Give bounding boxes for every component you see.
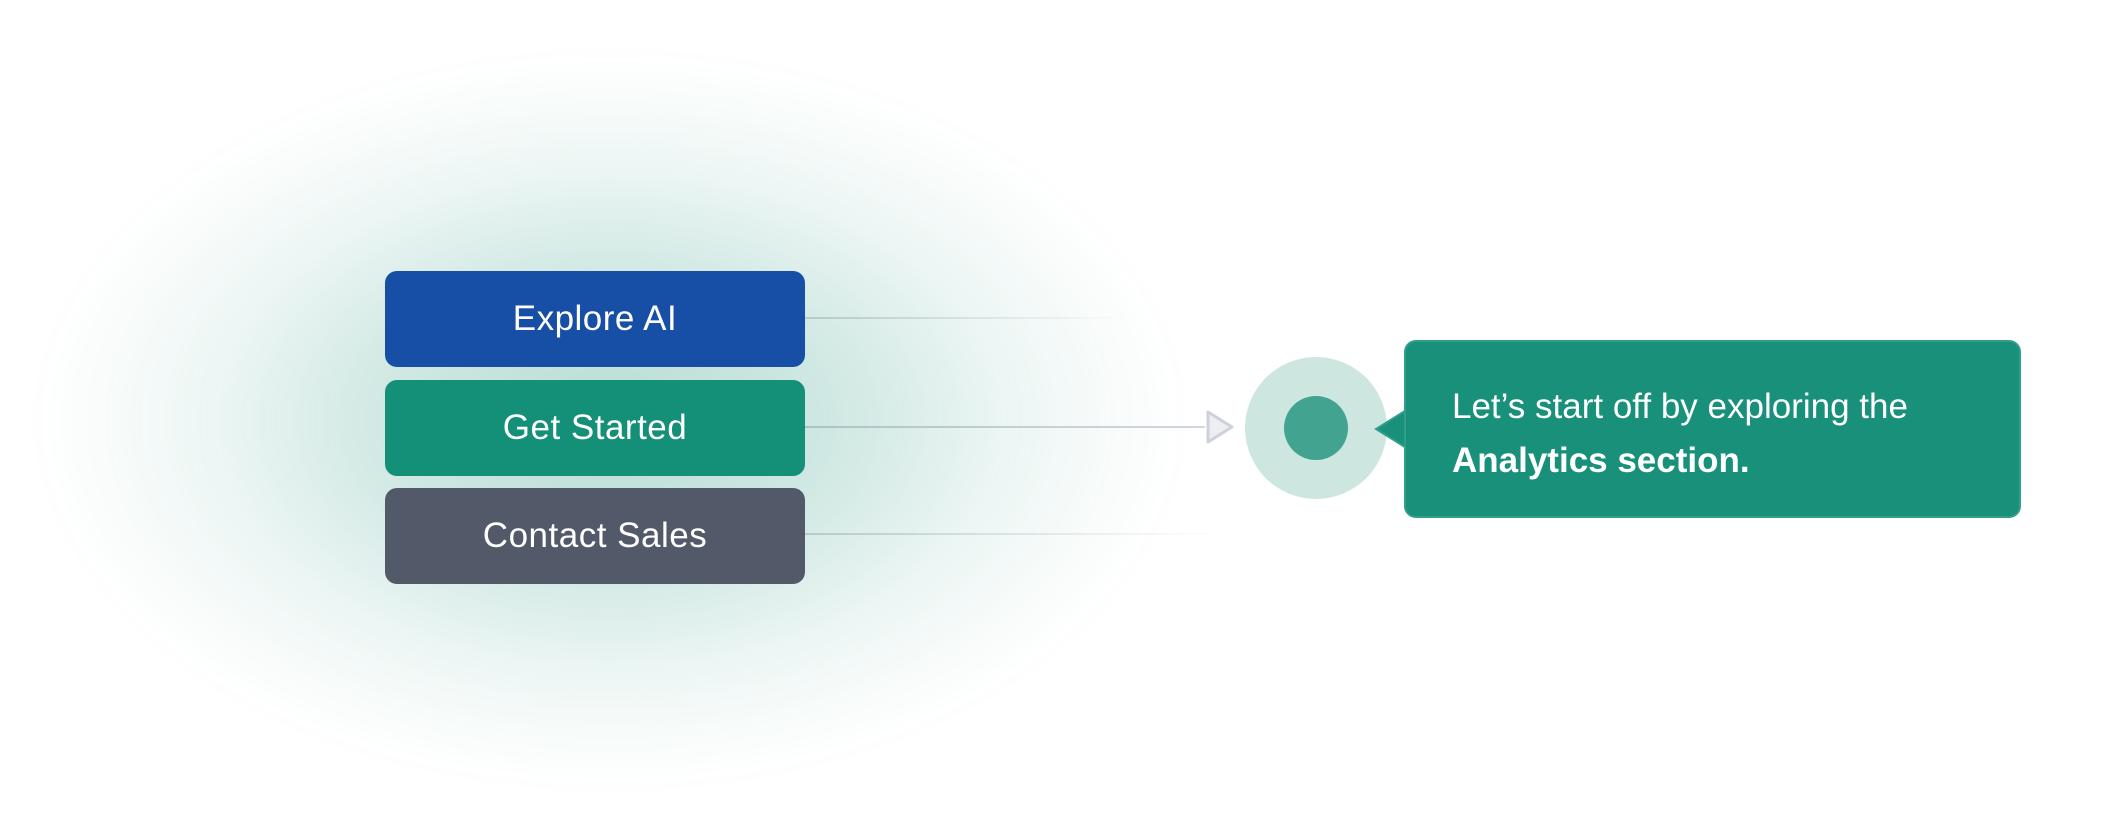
onboarding-tooltip: Let’s start off by exploring the Analyti… (1404, 340, 2021, 518)
hotspot-beacon[interactable] (1245, 357, 1387, 499)
connector-line-get-started (805, 426, 1205, 428)
contact-sales-button[interactable]: Contact Sales (385, 488, 805, 584)
connector-line-explore (805, 317, 1125, 319)
tooltip-highlight: Analytics section. (1452, 441, 1750, 480)
connector-line-contact (805, 533, 1225, 535)
get-started-button[interactable]: Get Started (385, 380, 805, 476)
arrow-right-icon (1206, 410, 1234, 444)
tooltip-text: Let’s start off by exploring the (1452, 387, 1908, 426)
tooltip-pointer (1374, 407, 1408, 451)
explore-ai-button[interactable]: Explore AI (385, 271, 805, 367)
hotspot-dot (1284, 396, 1348, 460)
